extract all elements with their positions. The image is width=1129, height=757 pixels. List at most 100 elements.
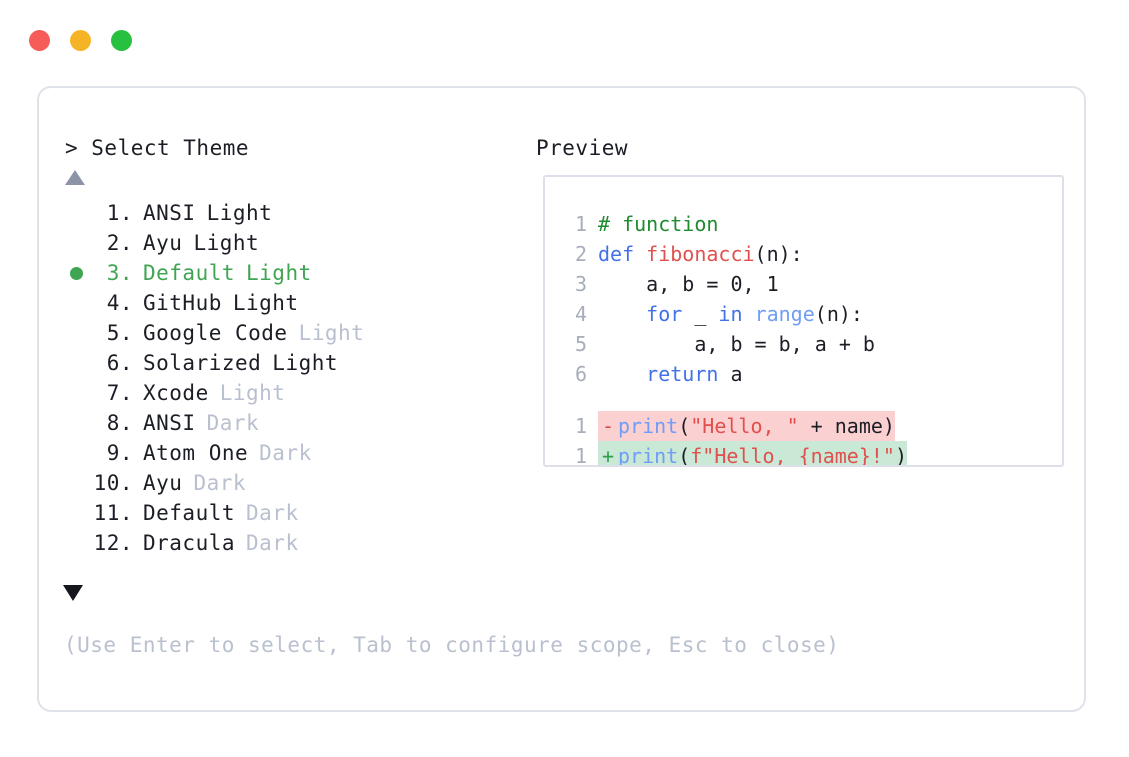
theme-item-index: 1. [106, 201, 133, 225]
keyboard-hint: (Use Enter to select, Tab to configure s… [64, 633, 840, 657]
theme-item-index: 2. [106, 231, 133, 255]
code-token: + name) [798, 414, 895, 438]
diff-marker: - [601, 414, 615, 438]
code-token: def [598, 242, 647, 266]
diff-marker: + [601, 444, 615, 467]
code-token [598, 362, 646, 386]
code-token: in [718, 302, 743, 326]
code-token: range [754, 302, 815, 326]
theme-list-item[interactable]: 10. Ayu Dark [61, 468, 511, 498]
theme-item-variant: Light [219, 381, 286, 405]
preview-heading: Preview [536, 136, 629, 160]
close-window-button[interactable] [29, 30, 50, 51]
code-token: for [646, 302, 683, 326]
code-line-text: return a [598, 359, 743, 389]
theme-item-name: Xcode [143, 381, 209, 405]
code-line-number: 2 [574, 242, 587, 266]
code-token: return [646, 362, 719, 386]
code-token: print [618, 414, 679, 438]
selection-bullet-slot [61, 266, 91, 280]
theme-item-variant: Light [206, 201, 273, 225]
theme-list-item[interactable]: 1. ANSI Light [61, 198, 511, 228]
code-line: 5 a, b = b, a + b [565, 329, 1045, 359]
theme-item-variant: Dark [206, 411, 260, 435]
triangle-down-icon[interactable] [63, 585, 83, 601]
code-token: "Hello, " [690, 414, 799, 438]
theme-item-variant: Light [272, 351, 339, 375]
theme-item-index: 8. [106, 411, 133, 435]
code-line-text: print(f"Hello, {name}!") [618, 441, 908, 467]
code-token: ( [678, 444, 691, 467]
code-token: a, b = b, a + b [598, 332, 875, 356]
code-token: (n): [814, 302, 863, 326]
diff-line-del: 1-print("Hello, " + name) [565, 411, 1045, 441]
theme-item-name: Ayu [143, 471, 183, 495]
diff-line-add: 1 +print(f"Hello, {name}!") [565, 441, 1045, 467]
theme-item-name: ANSI [143, 201, 196, 225]
theme-item-name: Default [143, 261, 236, 285]
code-token: print [618, 444, 679, 467]
code-token: a, b = [598, 272, 731, 296]
theme-item-index: 3. [106, 261, 133, 285]
theme-item-index: 10. [93, 471, 133, 495]
diff-line-content: -print("Hello, " + name) [598, 411, 895, 441]
code-line-number: 1 [574, 212, 587, 236]
code-line: 4 for _ in range(n): [565, 299, 1045, 329]
theme-item-name: Google Code [143, 321, 288, 345]
theme-list-item[interactable]: 7. Xcode Light [61, 378, 511, 408]
code-token [598, 302, 646, 326]
code-token: ( [678, 414, 691, 438]
theme-item-variant: Dark [193, 471, 247, 495]
theme-item-name: ANSI [143, 411, 196, 435]
minimize-window-button[interactable] [70, 30, 91, 51]
theme-item-variant: Light [298, 321, 365, 345]
code-line-text: # function [598, 209, 718, 239]
code-line-text: a, b = b, a + b [598, 329, 875, 359]
code-line-number: 1 [574, 414, 587, 438]
theme-item-variant: Light [246, 261, 312, 285]
theme-item-variant: Light [193, 231, 260, 255]
theme-list-item[interactable]: 8. ANSI Dark [61, 408, 511, 438]
code-token: a [718, 362, 743, 386]
theme-item-index: 4. [106, 291, 133, 315]
theme-list-item[interactable]: 2. Ayu Light [61, 228, 511, 258]
code-token: ) [894, 444, 908, 467]
window-controls [29, 30, 132, 51]
theme-item-index: 9. [106, 441, 133, 465]
code-line-number: 3 [574, 272, 587, 296]
code-line: 6 return a [565, 359, 1045, 389]
theme-item-index: 12. [93, 531, 133, 555]
code-line: 3 a, b = 0, 1 [565, 269, 1045, 299]
code-line-number: 5 [574, 332, 587, 356]
diff-line-content: +print(f"Hello, {name}!") [598, 441, 908, 467]
code-line-number: 6 [574, 362, 587, 386]
code-token: , [742, 272, 767, 296]
triangle-up-icon[interactable] [65, 170, 85, 185]
code-line-text: a, b = 0, 1 [598, 269, 778, 299]
theme-list-item[interactable]: 3. Default Light [61, 258, 511, 288]
code-token: # function [598, 212, 719, 236]
code-line-number: 4 [574, 302, 587, 326]
code-token: _ [682, 302, 719, 326]
code-line-number: 1 [574, 444, 587, 467]
maximize-window-button[interactable] [111, 30, 132, 51]
theme-item-name: Ayu [143, 231, 183, 255]
theme-item-index: 5. [106, 321, 133, 345]
theme-item-index: 7. [106, 381, 133, 405]
theme-item-name: Solarized [143, 351, 262, 375]
theme-item-variant: Dark [246, 501, 299, 525]
code-token [743, 302, 755, 326]
theme-list-item[interactable]: 5. Google Code Light [61, 318, 511, 348]
theme-item-variant: Dark [259, 441, 312, 465]
code-token: (n): [754, 242, 803, 266]
code-line-text: for _ in range(n): [598, 299, 863, 329]
